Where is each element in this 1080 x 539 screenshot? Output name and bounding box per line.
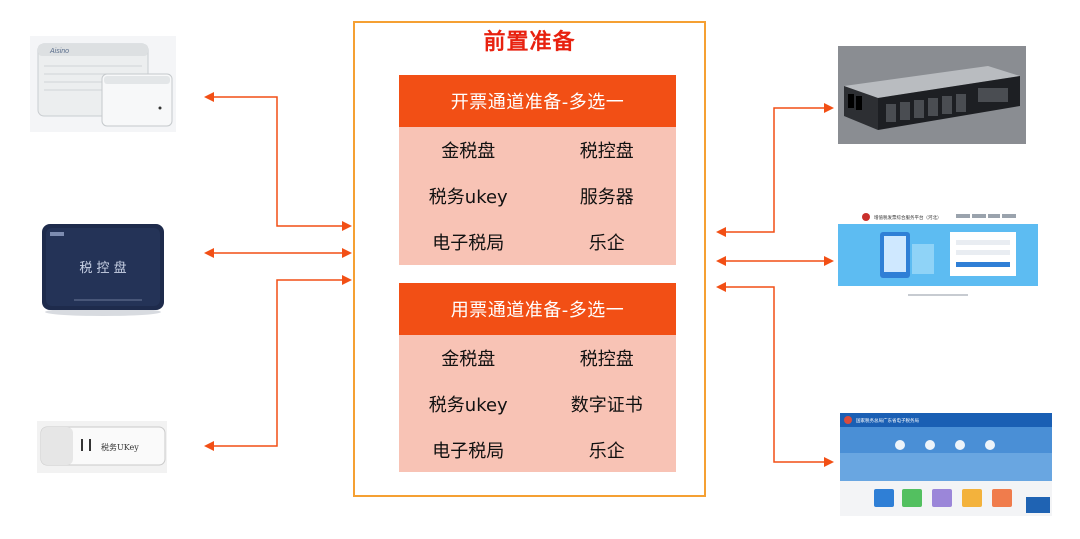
golden-tax-disk-image: Aisino bbox=[30, 36, 176, 132]
receive-channel-header: 用票通道准备-多选一 bbox=[399, 283, 676, 335]
tax-ukey-image: 税务UKey bbox=[37, 421, 167, 473]
receive-item-digital-certificate: 数字证书 bbox=[570, 395, 643, 416]
arrow-ukey bbox=[204, 275, 352, 451]
issue-channel-header: 开票通道准备-多选一 bbox=[399, 75, 676, 127]
e-tax-bureau-screenshot: 国家税务总局广东省电子税务局 bbox=[840, 413, 1052, 516]
arrow-e-tax-bureau bbox=[716, 282, 834, 467]
invoice-platform-screenshot: 增值税发票综合服务平台（河北） bbox=[838, 210, 1038, 302]
web2-title: 国家税务总局广东省电子税务局 bbox=[856, 417, 919, 424]
receive-item-golden-tax-disk: 金税盘 bbox=[441, 349, 496, 370]
server-image bbox=[838, 46, 1026, 144]
issue-item-leqi: 乐企 bbox=[588, 233, 625, 254]
tax-control-disk-image: 税 控 盘 bbox=[40, 222, 166, 316]
ukey-label: 税务UKey bbox=[101, 442, 139, 452]
diagram-title: 前置准备 bbox=[483, 30, 576, 55]
issue-channel-panel: 开票通道准备-多选一 金税盘 税控盘 税务ukey 服务器 电子税局 乐企 bbox=[399, 75, 676, 265]
receive-item-tax-control-disk: 税控盘 bbox=[579, 349, 634, 370]
issue-item-golden-tax-disk: 金税盘 bbox=[441, 141, 496, 162]
tax-disk-label: 税 控 盘 bbox=[79, 260, 126, 276]
receive-item-tax-ukey: 税务ukey bbox=[428, 395, 508, 416]
issue-item-tax-ukey: 税务ukey bbox=[428, 187, 508, 208]
web1-title: 增值税发票综合服务平台（河北） bbox=[874, 214, 942, 221]
issue-item-server: 服务器 bbox=[579, 187, 634, 208]
router-brand-text: Aisino bbox=[49, 48, 69, 55]
issue-item-tax-control-disk: 税控盘 bbox=[579, 141, 634, 162]
receive-item-leqi: 乐企 bbox=[588, 441, 625, 462]
receive-item-e-tax-bureau: 电子税局 bbox=[432, 441, 505, 462]
issue-item-e-tax-bureau: 电子税局 bbox=[432, 233, 505, 254]
receive-channel-panel: 用票通道准备-多选一 金税盘 税控盘 税务ukey 数字证书 电子税局 乐企 bbox=[399, 283, 676, 472]
prep-frame bbox=[353, 21, 706, 497]
arrow-server bbox=[716, 103, 834, 237]
arrow-router bbox=[204, 92, 352, 231]
